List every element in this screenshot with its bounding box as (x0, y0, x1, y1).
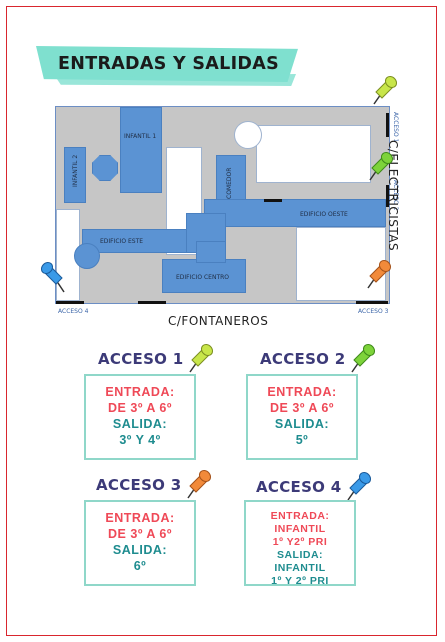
page-title: ENTRADAS Y SALIDAS (58, 54, 279, 74)
acceso-4-title: ACCESO 4 (256, 478, 342, 496)
salida-value: 5º (295, 433, 309, 447)
acceso-2-card: ENTRADA: DE 3º A 6º SALIDA: 5º (246, 374, 358, 460)
entrada-value-1: INFANTIL (274, 523, 326, 535)
entrada-value: DE 3º A 6º (108, 401, 172, 415)
salida-value-1: INFANTIL (274, 562, 326, 574)
school-map: INFANTIL 1 INFANTIL 2 COMEDOR EDIFICIO O… (55, 106, 390, 304)
pushpin-icon (347, 471, 372, 501)
entrada-label: ENTRADA: (105, 385, 175, 399)
label-edificio-oeste: EDIFICIO OESTE (300, 211, 348, 218)
label-acceso-3: ACCESO 3 (358, 308, 389, 315)
entrada-value-2: 1º Y2º PRI (272, 536, 328, 548)
gate-inner (264, 199, 282, 202)
gate-acceso-1 (386, 113, 389, 137)
label-comedor: COMEDOR (226, 167, 233, 199)
salida-label: SALIDA: (276, 549, 324, 561)
label-edificio-este: EDIFICIO ESTE (100, 238, 144, 245)
pushpin-icon (351, 343, 376, 373)
pushpin-icon (187, 469, 212, 499)
gate-acceso-2 (386, 185, 389, 207)
label-acceso-1: ACCESO 1 (392, 112, 399, 143)
acceso-1-card: ENTRADA: DE 3º A 6º SALIDA: 3º Y 4º (84, 374, 196, 460)
label-infantil-2: INFANTIL 2 (72, 154, 79, 187)
building-connector (196, 241, 226, 263)
street-fontaneros: C/FONTANEROS (168, 314, 269, 328)
building-round-end (74, 243, 100, 269)
page-border (6, 6, 437, 636)
building-octagon (92, 155, 118, 181)
building-edificio-este (82, 229, 206, 253)
pushpin-icon (369, 151, 394, 181)
entrada-label: ENTRADA: (270, 510, 330, 522)
acceso-3-card: ENTRADA: DE 3º A 6º SALIDA: 6º (84, 500, 196, 586)
gate-acceso-3 (356, 301, 388, 304)
pushpin-icon (367, 259, 392, 289)
gate-acceso-4 (56, 301, 84, 304)
courtyard-white (256, 125, 371, 183)
salida-label: SALIDA: (112, 417, 168, 431)
entrada-label: ENTRADA: (267, 385, 337, 399)
building-edificio-centro (162, 259, 246, 293)
title-banner: ENTRADAS Y SALIDAS (36, 46, 300, 86)
entrada-value: DE 3º A 6º (108, 527, 172, 541)
acceso-1-title: ACCESO 1 (98, 350, 184, 368)
salida-label: SALIDA: (112, 543, 168, 557)
label-edificio-centro: EDIFICIO CENTRO (176, 274, 230, 281)
building-infantil-2 (64, 147, 86, 203)
building-comedor (216, 155, 246, 207)
acceso-4-card: ENTRADA: INFANTIL 1º Y2º PRI SALIDA: INF… (244, 500, 356, 587)
building-infantil-1 (120, 107, 162, 193)
salida-value-2: 1º Y 2º PRI (271, 575, 329, 587)
pushpin-icon (40, 261, 65, 293)
entrada-label: ENTRADA: (105, 511, 175, 525)
label-infantil-1: INFANTIL 1 (124, 133, 157, 140)
pushpin-icon (373, 75, 398, 105)
banner-stripe-shadow (56, 74, 296, 86)
acceso-2-title: ACCESO 2 (260, 350, 346, 368)
pushpin-icon (189, 343, 214, 373)
salida-value: 6º (133, 559, 147, 573)
salida-label: SALIDA: (274, 417, 330, 431)
gate-bottom (138, 301, 166, 304)
building-edificio-oeste (204, 199, 386, 227)
label-acceso-4: ACCESO 4 (58, 308, 89, 315)
acceso-3-title: ACCESO 3 (96, 476, 182, 494)
entrada-value: DE 3º A 6º (270, 401, 334, 415)
courtyard-circle (234, 121, 262, 149)
salida-value: 3º Y 4º (119, 433, 161, 447)
